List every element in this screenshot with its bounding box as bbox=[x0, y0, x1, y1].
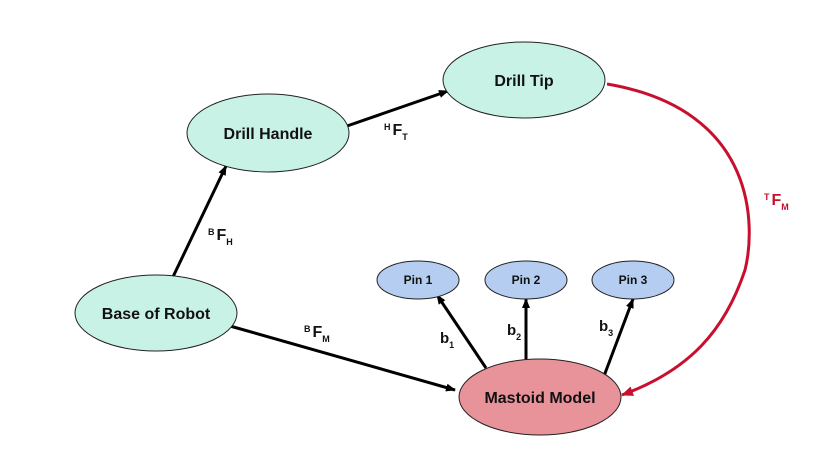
drill-handle-shape bbox=[186, 93, 350, 173]
edge-base-to-handle bbox=[169, 165, 228, 282]
pin-1-shape bbox=[376, 260, 460, 300]
node-mastoid-model: Mastoid Model bbox=[458, 358, 622, 436]
bfm-sup: B bbox=[304, 324, 311, 334]
drill-handle-label: Drill Handle bbox=[224, 126, 313, 143]
b1-main: b bbox=[440, 330, 449, 347]
bfm-sub: M bbox=[322, 334, 330, 344]
edge-label-b2: b2 bbox=[507, 322, 521, 342]
tfm-sup: T bbox=[764, 192, 770, 202]
pin-2-label: Pin 2 bbox=[512, 273, 541, 287]
bfh-sub: H bbox=[226, 237, 233, 247]
node-pin-2: Pin 2 bbox=[484, 260, 568, 300]
b3-sub: 3 bbox=[608, 328, 613, 338]
b2-sub: 2 bbox=[516, 332, 521, 342]
node-pin-1: Pin 1 bbox=[376, 260, 460, 300]
edge-label-b1: b1 bbox=[440, 330, 454, 350]
tfm-sub: M bbox=[781, 202, 789, 212]
edge-base-to-mastoid bbox=[229, 324, 456, 392]
node-drill-tip: Drill Tip bbox=[442, 41, 606, 119]
drill-tip-shape bbox=[442, 41, 606, 119]
edge-tip-to-mastoid bbox=[606, 82, 751, 397]
pin-2-shape bbox=[484, 260, 568, 300]
edge-handle-to-tip bbox=[346, 89, 449, 128]
drill-tip-label: Drill Tip bbox=[494, 73, 553, 90]
node-drill-handle: Drill Handle bbox=[186, 93, 350, 173]
tfm-main: F bbox=[772, 192, 782, 209]
edge-label-b3: b3 bbox=[599, 318, 613, 338]
b3-main: b bbox=[599, 318, 608, 335]
bfh-main: F bbox=[217, 227, 227, 244]
base-of-robot-shape bbox=[74, 274, 238, 352]
pin-1-label: Pin 1 bbox=[404, 273, 433, 287]
pin-3-label: Pin 3 bbox=[619, 273, 648, 287]
node-base-of-robot: Base of Robot bbox=[74, 274, 238, 352]
hft-main: F bbox=[393, 122, 403, 139]
node-pin-3: Pin 3 bbox=[591, 260, 675, 300]
hft-sup: H bbox=[384, 122, 391, 132]
bfm-main: F bbox=[313, 324, 323, 341]
pin-3-shape bbox=[591, 260, 675, 300]
b1-sub: 1 bbox=[449, 340, 454, 350]
mastoid-model-label: Mastoid Model bbox=[484, 390, 595, 407]
base-of-robot-label: Base of Robot bbox=[102, 306, 211, 323]
bfh-sup: B bbox=[208, 227, 215, 237]
mastoid-model-shape bbox=[458, 358, 622, 436]
edge-mastoid-to-pin3 bbox=[602, 298, 635, 377]
hft-sub: T bbox=[402, 132, 408, 142]
b2-main: b bbox=[507, 322, 516, 339]
edge-mastoid-to-pin1 bbox=[435, 294, 488, 369]
